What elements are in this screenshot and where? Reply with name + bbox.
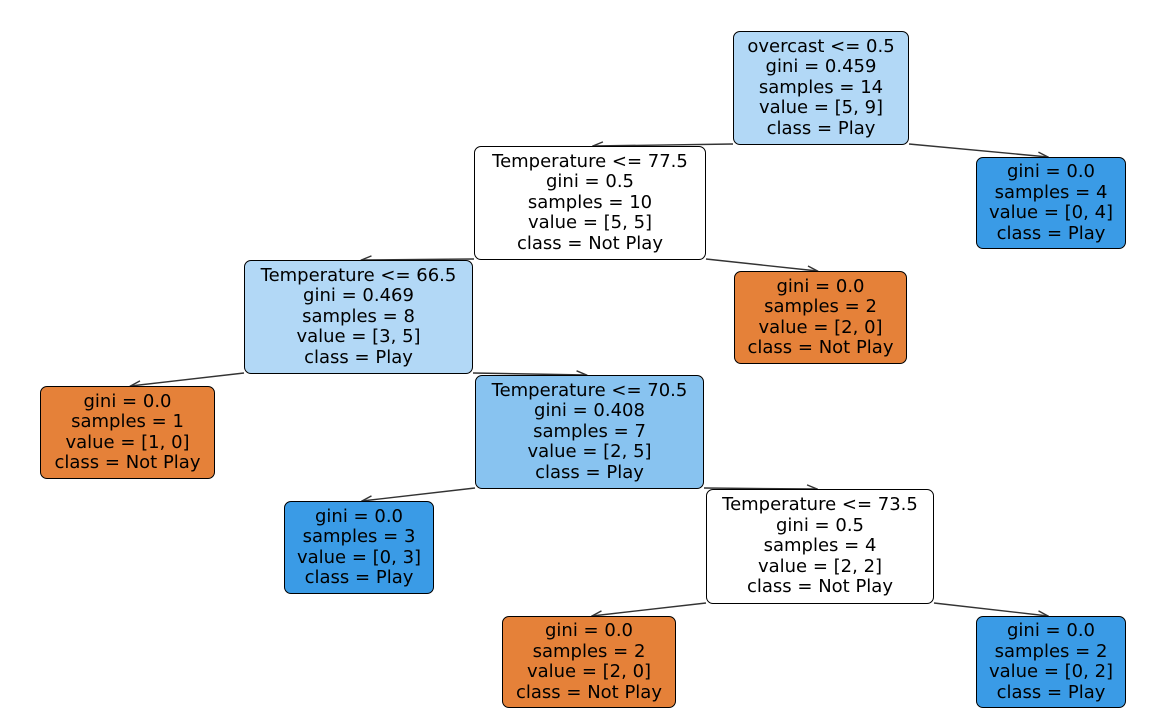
tree-edge-n0-n2 [908, 143, 1048, 157]
node-value-label: value = [5, 9] [758, 97, 884, 119]
tree-leaf-mild-play: gini = 0.0 samples = 3 value = [0, 3] cl… [284, 501, 434, 594]
tree-edge-n8-n9 [592, 602, 707, 616]
tree-edge-n3-n5 [131, 372, 245, 386]
tree-edge-n1-n3 [362, 259, 475, 260]
node-gini-label: gini = 0.0 [83, 390, 172, 412]
tree-leaf-warm-not-play: gini = 0.0 samples = 2 value = [2, 0] cl… [502, 616, 676, 708]
node-value-label: value = [0, 4] [988, 202, 1114, 223]
node-class-label: class = Play [996, 681, 1106, 703]
node-value-label: value = [2, 2] [757, 555, 883, 577]
node-gini-label: gini = 0.0 [545, 620, 633, 641]
node-split-label: Temperature <= 77.5 [492, 150, 688, 172]
node-class-label: class = Not Play [516, 232, 663, 254]
tree-edge-n6-n8 [703, 488, 817, 489]
node-value-label: value = [3, 5] [296, 326, 421, 348]
node-samples-label: samples = 1 [71, 411, 184, 432]
node-class-label: class = Play [996, 222, 1106, 244]
node-value-label: value = [5, 5] [527, 212, 653, 234]
node-samples-label: samples = 2 [532, 640, 646, 662]
tree-node-temperature-77-5: Temperature <= 77.5 gini = 0.5 samples =… [474, 146, 706, 260]
node-split-label: Temperature <= 70.5 [491, 379, 688, 401]
node-class-label: class = Play [766, 117, 876, 139]
tree-node-root-overcast: overcast <= 0.5 gini = 0.459 samples = 1… [733, 31, 909, 145]
node-class-label: class = Play [304, 567, 414, 588]
node-value-label: value = [0, 2] [988, 661, 1114, 682]
node-gini-label: gini = 0.5 [776, 514, 864, 536]
tree-edge-n0-n1 [593, 144, 734, 146]
node-value-label: value = [0, 3] [296, 546, 422, 568]
tree-node-temperature-70-5: Temperature <= 70.5 gini = 0.408 samples… [475, 375, 704, 489]
node-value-label: value = [2, 5] [527, 441, 652, 463]
tree-leaf-overcast-play: gini = 0.0 samples = 4 value = [0, 4] cl… [976, 157, 1126, 249]
node-gini-label: gini = 0.0 [1007, 620, 1095, 641]
node-class-label: class = Play [304, 346, 413, 368]
tree-leaf-warmer-play: gini = 0.0 samples = 2 value = [0, 2] cl… [976, 616, 1126, 708]
node-samples-label: samples = 2 [764, 296, 877, 317]
node-class-label: class = Not Play [515, 681, 662, 703]
node-samples-label: samples = 14 [758, 76, 884, 98]
tree-leaf-cool-not-play: gini = 0.0 samples = 1 value = [1, 0] cl… [40, 386, 215, 479]
node-samples-label: samples = 8 [302, 305, 415, 327]
tree-edge-n3-n6 [472, 373, 587, 375]
tree-node-temperature-73-5: Temperature <= 73.5 gini = 0.5 samples =… [706, 489, 934, 604]
node-samples-label: samples = 3 [302, 526, 416, 547]
node-split-label: Temperature <= 73.5 [722, 494, 918, 516]
node-gini-label: gini = 0.0 [1007, 161, 1095, 182]
node-class-label: class = Play [535, 461, 644, 483]
node-value-label: value = [1, 0] [65, 431, 190, 453]
node-samples-label: samples = 2 [994, 640, 1108, 662]
node-class-label: class = Not Play [54, 452, 201, 473]
node-samples-label: samples = 4 [994, 181, 1108, 203]
node-class-label: class = Not Play [746, 576, 893, 598]
tree-edge-n6-n7 [362, 487, 476, 501]
tree-edge-n8-n10 [933, 602, 1048, 616]
node-value-label: value = [2, 0] [526, 661, 652, 682]
node-samples-label: samples = 4 [763, 535, 877, 557]
node-gini-label: gini = 0.0 [315, 505, 403, 527]
node-gini-label: gini = 0.459 [765, 56, 877, 78]
node-gini-label: gini = 0.469 [303, 285, 414, 307]
node-gini-label: gini = 0.408 [534, 400, 645, 422]
node-class-label: class = Not Play [747, 337, 894, 358]
tree-node-temperature-66-5: Temperature <= 66.5 gini = 0.469 samples… [244, 260, 473, 374]
node-split-label: Temperature <= 66.5 [260, 264, 457, 286]
tree-leaf-hot-not-play: gini = 0.0 samples = 2 value = [2, 0] cl… [734, 271, 907, 364]
node-value-label: value = [2, 0] [758, 316, 883, 338]
node-split-label: overcast <= 0.5 [747, 35, 895, 57]
node-gini-label: gini = 0.5 [546, 171, 634, 193]
tree-edge-n1-n4 [705, 258, 818, 271]
node-samples-label: samples = 7 [533, 420, 646, 442]
node-samples-label: samples = 10 [527, 191, 653, 213]
node-gini-label: gini = 0.0 [776, 275, 865, 297]
